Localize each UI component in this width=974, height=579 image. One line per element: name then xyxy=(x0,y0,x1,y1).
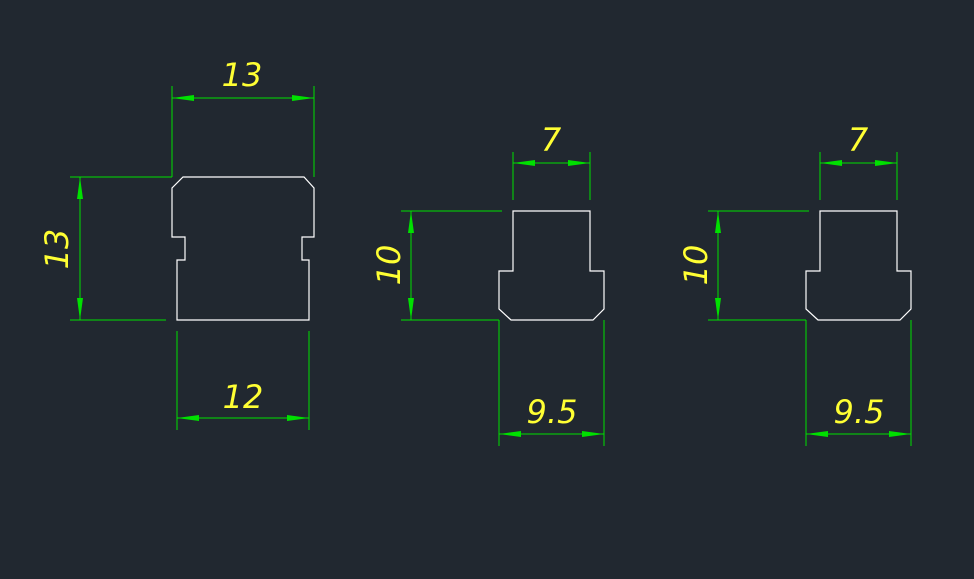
profile-2-bottom-width-dimension: 9.5 xyxy=(498,320,605,446)
profile-3-outline xyxy=(805,210,912,321)
profile-3-height-dimension: 10 xyxy=(677,210,809,321)
profile-2-bottom-width-label: 9.5 xyxy=(527,393,578,431)
profile-1-top-width-label: 13 xyxy=(222,56,263,94)
profile-3-bottom-width-label: 9.5 xyxy=(834,393,885,431)
profile-1-bottom-width-dimension: 12 xyxy=(176,331,310,430)
profile-3-bottom-width-dimension: 9.5 xyxy=(805,320,912,446)
profile-1-outline xyxy=(171,176,315,321)
profile-2: 7 10 9.5 xyxy=(370,121,605,446)
profile-1-top-width-dimension: 13 xyxy=(171,56,315,177)
profile-1-height-dimension: 13 xyxy=(38,176,172,321)
profile-2-top-width-label: 7 xyxy=(541,121,562,159)
profile-2-outline xyxy=(498,210,605,321)
profile-1-bottom-width-label: 12 xyxy=(223,378,264,416)
profile-3-height-label: 10 xyxy=(677,245,715,286)
profile-1-height-label: 13 xyxy=(38,229,76,270)
profile-1: 13 13 12 xyxy=(38,56,315,430)
profile-3: 7 10 9.5 xyxy=(677,121,912,446)
profile-3-top-width-dimension: 7 xyxy=(819,121,898,200)
profile-2-height-dimension: 10 xyxy=(370,210,502,321)
profile-2-top-width-dimension: 7 xyxy=(512,121,591,200)
profile-3-top-width-label: 7 xyxy=(848,121,869,159)
profile-2-height-label: 10 xyxy=(370,245,408,286)
